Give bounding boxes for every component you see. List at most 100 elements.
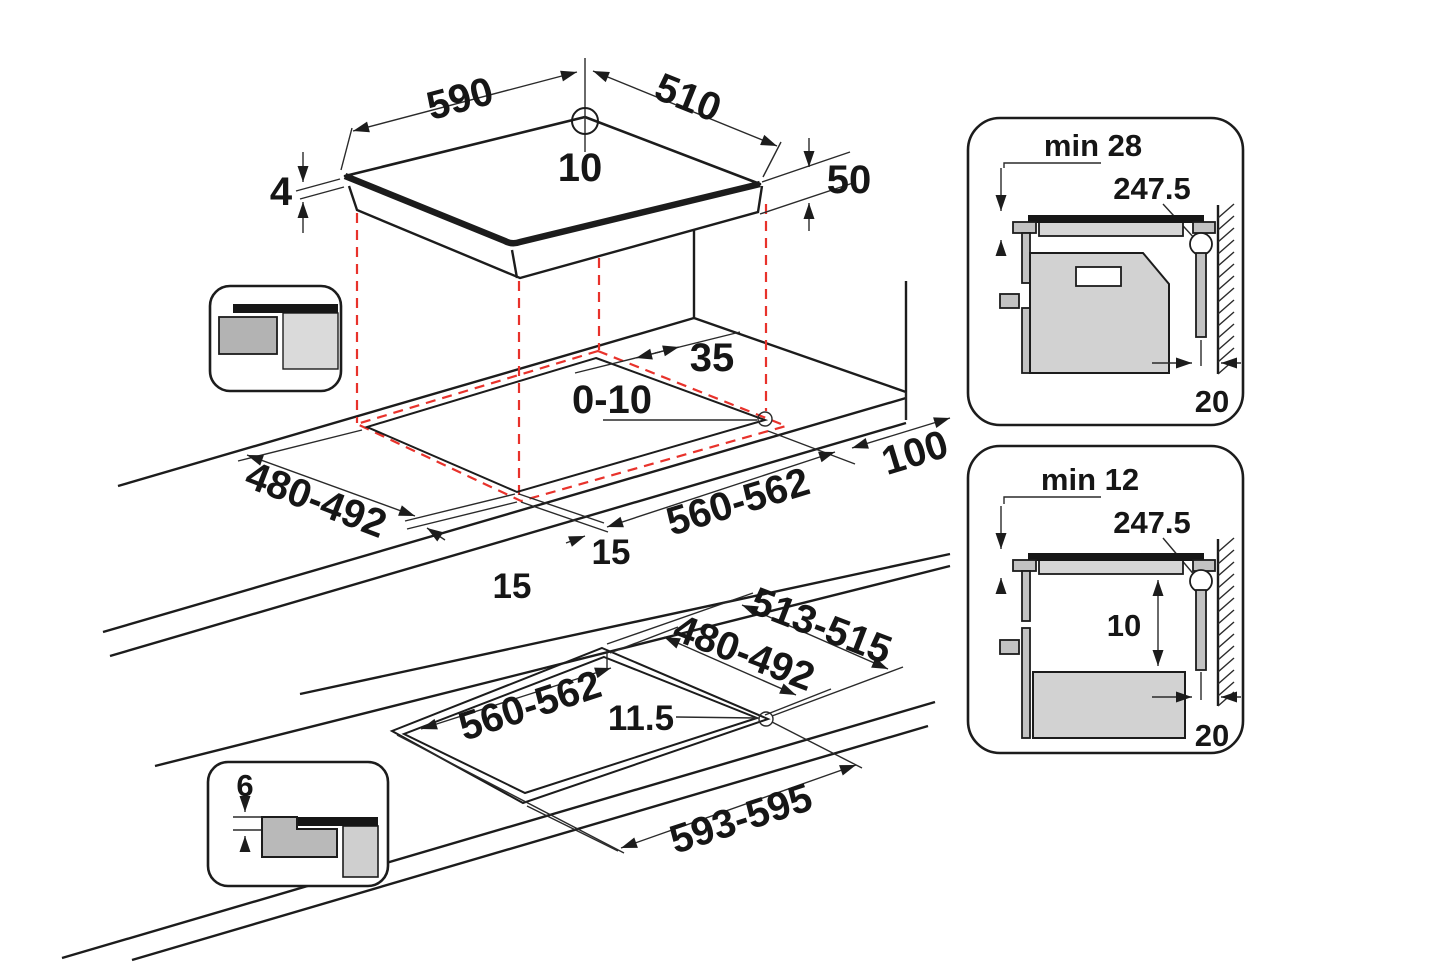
side-clearance-panel-oven: min 28 247.5 20 [966,116,1245,427]
oven-wall-hatching [1217,203,1235,375]
dim-overhang-label: 0-10 [572,378,652,422]
top-mount-detail-inset [208,284,343,393]
dim-15-side-arrow [426,527,446,542]
side-clearance-panel-drawer: min 12 247.5 10 20 [966,444,1245,755]
dim-480b-ext-a [609,626,679,654]
dim-560-line [606,451,836,528]
dim-15-front-arrow [565,535,586,547]
dim-4-ext-b [299,186,345,200]
dim-513-ext-a [606,592,754,645]
dim-4-ext-a [295,178,341,192]
drawer-clip-left [1012,559,1037,572]
oven-cable-label: 247.5 [1113,171,1191,206]
dim-hole-offset-label: 10 [558,146,603,190]
flush-mount-detail-inset: 6 [206,760,390,888]
oven-body [1029,252,1170,374]
oven-clip-left [1012,221,1037,234]
drawer-spacer-bar [1195,589,1207,671]
dim-wall-clearance-label: 100 [877,422,954,484]
dim-593-line [620,764,857,849]
dim-width-label: 590 [422,69,498,129]
overhang-reference-circle [757,411,773,427]
drawer-clearance-bracket [1003,496,1101,504]
oven-vent-slot [1075,266,1122,287]
flush-glass-bar [298,817,378,826]
dim-590-ext [340,127,353,171]
dim-593-ext-a [396,734,625,854]
dim-50-ext-b [759,181,857,215]
oven-clip-right [1192,221,1216,234]
flush-worktop-rabbet-block [261,816,338,858]
cutout-outline [364,356,769,494]
dim-cutout-depth-label: 480-492 [240,453,393,547]
drawer-cable-label: 247.5 [1113,505,1191,540]
oven-hob-body [1038,221,1184,237]
dim-ledge-width-label: 593-595 [664,775,817,862]
oven-hob-glass [1028,215,1204,223]
dim-480-ext-b [404,493,516,522]
oven-wall-gap-label: 20 [1195,384,1229,419]
recess-worktop-rear-edge [154,564,951,768]
dim-560b-line [420,667,612,730]
dim-510-ext [762,141,782,178]
top-mount-worktop-block [218,316,278,355]
worktop-rear-right-edge [693,316,907,394]
dim-step-depth-label: 6 [236,768,253,803]
worktop-cutout-view: 35 0-10 100 480-492 560-562 15 15 [102,204,954,658]
dim-590-line [352,70,578,133]
hob-body [347,185,764,280]
recess-worktop-front-edge [61,700,936,960]
flush-hob-body [342,825,379,878]
recess-worktop-rear-edge-upper [299,552,951,696]
dim-560-ext-b [520,501,609,533]
dim-560-ext-a [518,493,605,524]
oven-clearance-bracket [1003,162,1101,168]
hob-body-front-corner [510,249,519,279]
dim-inset-side-label: 15 [493,567,532,606]
drawer-cabinet-side-upper [1021,570,1031,622]
drawer-hob-glass [1028,553,1204,561]
drawer-clearance-label: min 12 [1041,462,1139,497]
dim-glass-thickness-label: 4 [270,170,293,214]
dim-480-ext-c [406,501,518,530]
dim-480b-ext-b [764,688,832,716]
oven-clearance-label: min 28 [1044,128,1142,163]
dim-480-line [246,454,416,517]
dim-11-5-leader [675,716,758,719]
dim-35-arrow-b [654,345,680,357]
hob-glass-top [343,115,762,246]
dim-480b-line [663,636,797,696]
dim-513-ext-b [771,666,904,717]
hob-isometric-view: 10 590 510 4 50 [270,58,872,280]
drawer-wall-gap-label: 20 [1195,718,1229,753]
oven-cabinet-side-lower [1021,307,1031,374]
dim-510-line [592,70,778,147]
dim-100-line [851,417,951,449]
drawer-cable-circle [1189,569,1213,593]
worktop-front-edge [102,396,907,634]
dim-rear-clearance-label: 35 [690,336,735,380]
oven-spacer-bar [1195,252,1207,338]
dim-593-ext-c [771,721,863,769]
oven-cabinet-side-upper [1021,232,1031,284]
dim-513-line [741,604,889,670]
recess-corner-circle [758,711,774,727]
dim-100-ext [767,430,856,465]
drawer-box [1032,671,1186,739]
drawer-hob-body [1038,559,1184,575]
top-mount-hob-body [282,312,339,370]
hob-glass-edge [343,172,761,247]
dim-50-ext-a [761,151,851,183]
dim-body-height-label: 50 [827,158,872,202]
dim-corner-offset-label: 11.5 [608,699,674,738]
top-mount-glass-bar [233,304,338,313]
oven-shelf-tab [999,293,1020,309]
drawer-gap-label: 10 [1107,608,1141,643]
dim-inset-front-label: 15 [592,533,631,572]
glass-footprint-outline [353,349,790,503]
drawer-cabinet-side-lower [1021,627,1031,739]
flush-recess-view: 11.5 560-562 480-492 513-515 593-595 [61,552,951,962]
drawer-shelf-tab [999,639,1020,655]
drawer-clip-right [1192,559,1216,572]
